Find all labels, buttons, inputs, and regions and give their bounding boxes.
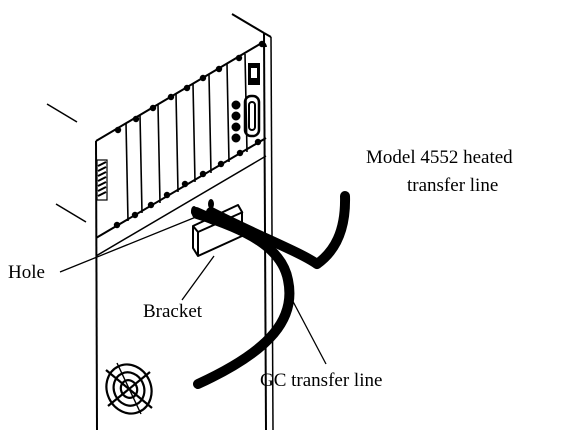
housing-right-edge-inner bbox=[270, 36, 274, 431]
d-sub-connector bbox=[243, 94, 261, 138]
callout-labels: Model 4552 heated transfer line Hole Bra… bbox=[8, 147, 513, 391]
cooling-fan bbox=[105, 362, 153, 415]
vent-grille bbox=[96, 159, 108, 201]
housing-top-edge bbox=[231, 13, 265, 34]
screw bbox=[236, 149, 244, 157]
card-divider-2 bbox=[139, 114, 143, 214]
bracket-leader bbox=[181, 255, 215, 301]
leader-lines bbox=[59, 216, 327, 365]
card-divider-3 bbox=[157, 104, 161, 204]
screw bbox=[183, 84, 191, 92]
card-divider-6 bbox=[208, 74, 212, 174]
screw bbox=[132, 115, 140, 123]
gc-transfer-line-label: GC transfer line bbox=[260, 370, 382, 391]
screw bbox=[181, 180, 189, 188]
card-divider-5 bbox=[192, 83, 196, 183]
card-divider-4 bbox=[175, 93, 179, 193]
card-divider-1 bbox=[125, 122, 129, 222]
housing-side-edge-lower bbox=[55, 203, 87, 223]
screw bbox=[114, 126, 122, 134]
connector-jack bbox=[231, 111, 241, 121]
screw bbox=[199, 74, 207, 82]
screw bbox=[131, 211, 139, 219]
hole-leader bbox=[59, 216, 197, 273]
screw bbox=[215, 65, 223, 73]
hole bbox=[208, 199, 214, 209]
screw bbox=[254, 138, 262, 146]
connector-jack bbox=[231, 100, 241, 110]
card-divider-7 bbox=[226, 63, 230, 163]
hole-label: Hole bbox=[8, 262, 45, 283]
heated-transfer-line-label-2: transfer line bbox=[407, 175, 498, 196]
hole bbox=[191, 206, 197, 216]
screw bbox=[113, 221, 121, 229]
screw bbox=[199, 170, 207, 178]
heated-transfer-line-label-1: Model 4552 heated bbox=[366, 147, 513, 168]
bracket-label: Bracket bbox=[143, 301, 203, 322]
screw bbox=[235, 54, 243, 62]
screw bbox=[217, 160, 225, 168]
gc-line-leader bbox=[287, 291, 327, 365]
card-screws bbox=[113, 40, 266, 229]
gc-transfer-line bbox=[192, 209, 295, 389]
gc-line-hole-entry bbox=[191, 207, 219, 225]
screw bbox=[167, 93, 175, 101]
connector-jack bbox=[231, 122, 241, 132]
screw bbox=[258, 40, 266, 48]
screw bbox=[147, 201, 155, 209]
connector-jack bbox=[231, 133, 241, 143]
panel-divider bbox=[95, 155, 267, 257]
housing-right-edge bbox=[263, 32, 267, 431]
screw bbox=[163, 191, 171, 199]
screw bbox=[149, 104, 157, 112]
circuit-cards bbox=[125, 53, 248, 222]
fan-guard-bar bbox=[116, 362, 142, 415]
panel-left-edge bbox=[95, 140, 98, 431]
transfer-lines bbox=[191, 191, 351, 389]
rear-connectors bbox=[231, 63, 261, 143]
housing-corner bbox=[263, 32, 272, 38]
housing-side-edge-upper bbox=[46, 103, 78, 123]
